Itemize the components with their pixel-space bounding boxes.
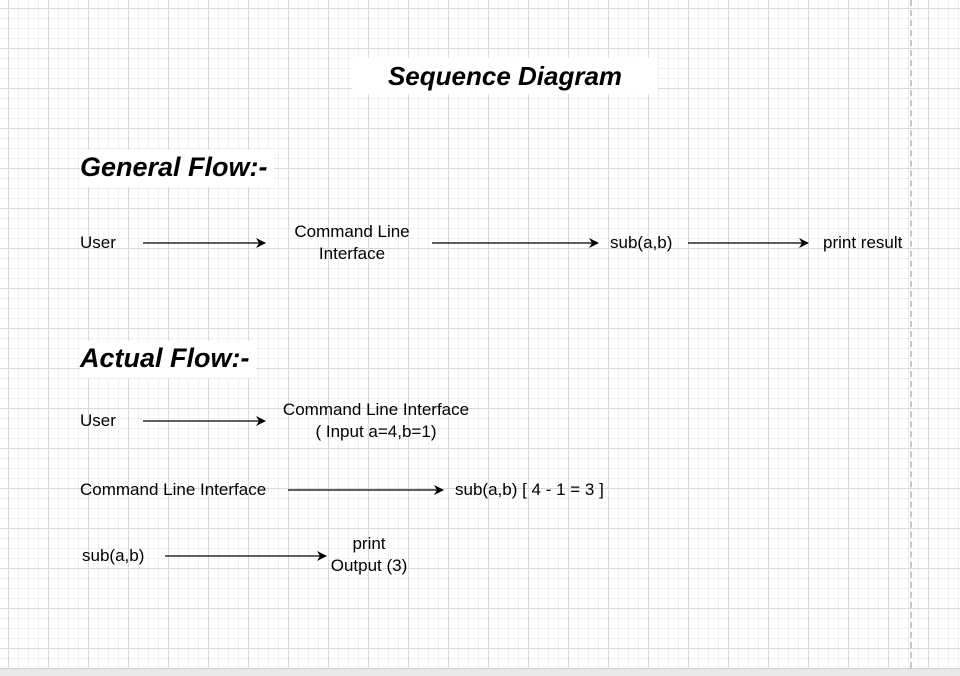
- general-print-node[interactable]: print result: [823, 233, 903, 252]
- general-cli-label-line2: Interface: [318, 244, 386, 263]
- actual-cli-label-line1: Command Line Interface: [282, 400, 470, 419]
- actual-print-label-line1: print: [352, 534, 386, 553]
- actual-sub-node[interactable]: sub(a,b): [82, 546, 145, 565]
- page-boundary: [910, 0, 912, 668]
- general-flow-heading: General Flow:-: [80, 150, 274, 187]
- general-sub-node[interactable]: sub(a,b): [610, 233, 673, 252]
- diagram-title: Sequence Diagram: [352, 58, 658, 94]
- horizontal-scrollbar[interactable]: [0, 668, 960, 676]
- actual-cli-label-line2: ( Input a=4,b=1): [315, 422, 437, 441]
- actual-flow-heading: Actual Flow:-: [80, 341, 256, 378]
- actual-print-output-node[interactable]: print Output (3): [331, 533, 408, 577]
- actual-sub-result-node[interactable]: sub(a,b) [ 4 - 1 = 3 ]: [455, 480, 604, 499]
- actual-user-node[interactable]: User: [80, 411, 116, 430]
- actual-cli-node[interactable]: Command Line Interface: [80, 480, 267, 499]
- actual-cli-input-node[interactable]: Command Line Interface ( Input a=4,b=1): [283, 399, 469, 443]
- actual-print-label-line2: Output (3): [330, 556, 408, 575]
- general-cli-node[interactable]: Command Line Interface: [294, 221, 409, 265]
- general-user-node[interactable]: User: [80, 233, 116, 252]
- general-cli-label-line1: Command Line: [294, 222, 410, 241]
